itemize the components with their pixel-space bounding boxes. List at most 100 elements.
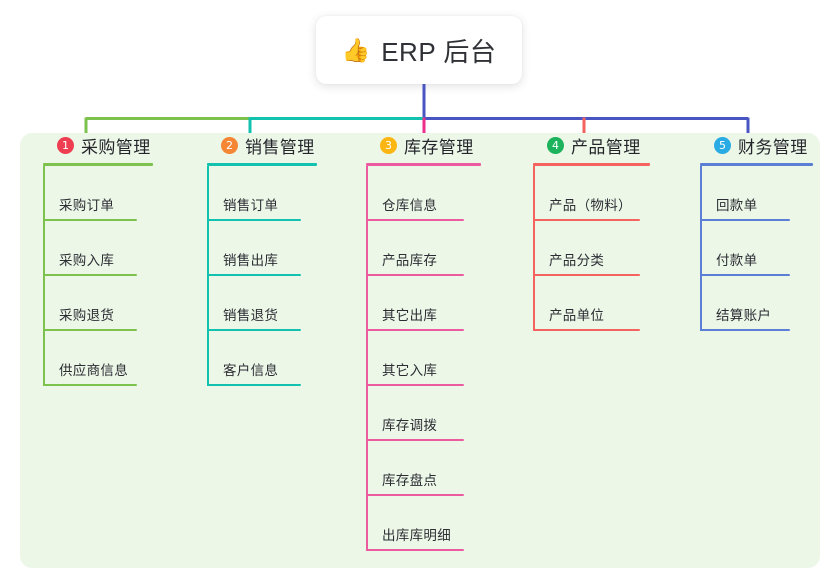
leaf-item-rule [366,549,464,551]
column-trunk-1 [43,166,45,386]
leaf-item-label: 销售出库 [223,253,279,268]
leaf-item-label: 供应商信息 [59,363,128,378]
column-trunk-4 [533,166,535,331]
leaf-item[interactable]: 采购退货 [37,276,153,331]
leaf-item-rule [533,329,640,331]
column-items-4: 产品（物料） 产品分类产品单位 [527,166,650,331]
leaf-item-rule [207,219,301,221]
leaf-item-label: 库存盘点 [382,473,438,488]
leaf-item-label: 产品分类 [549,253,605,268]
column-rule-3 [366,163,481,166]
leaf-item[interactable]: 采购入库 [37,221,153,276]
leaf-item-label: 回款单 [716,198,758,213]
leaf-item[interactable]: 产品分类 [527,221,650,276]
leaf-item-label: 采购订单 [59,198,115,213]
leaf-item[interactable]: 结算账户 [694,276,813,331]
column-title-4: 产品管理 [571,137,641,157]
leaf-item[interactable]: 仓库信息 [360,166,481,221]
column-trunk-3 [366,166,368,551]
leaf-item-label: 结算账户 [716,308,772,323]
column-5: 5 财务管理回款单付款单结算账户 [694,133,813,331]
leaf-item[interactable]: 产品（物料） [527,166,650,221]
column-badge-5: 5 [714,136,731,154]
leaf-item[interactable]: 付款单 [694,221,813,276]
leaf-item-rule [366,439,464,441]
leaf-item-label: 出库库明细 [382,528,451,543]
column-badge-4: 4 [547,136,564,154]
leaf-item-rule [207,329,301,331]
leaf-item-label: 其它入库 [382,363,438,378]
leaf-item-label: 产品库存 [382,253,438,268]
leaf-item[interactable]: 库存调拨 [360,386,481,441]
column-header-2[interactable]: 2 销售管理 [201,133,317,157]
leaf-item[interactable]: 产品库存 [360,221,481,276]
leaf-item-rule [700,329,790,331]
leaf-item-rule [43,274,137,276]
leaf-item-label: 其它出库 [382,308,438,323]
column-header-1[interactable]: 1 采购管理 [37,133,153,157]
column-title-2: 销售管理 [245,137,315,157]
leaf-item-rule [700,219,790,221]
column-title-5: 财务管理 [738,137,808,157]
column-3: 3 库存管理仓库信息产品库存其它出库其它入库库存调拨库存盘点出库库明细 [360,133,481,551]
column-items-1: 采购订单采购入库采购退货供应商信息 [37,166,153,386]
leaf-item[interactable]: 客户信息 [201,331,317,386]
column-items-5: 回款单付款单结算账户 [694,166,813,331]
column-header-3[interactable]: 3 库存管理 [360,133,481,157]
thumbs-up-icon: 👍 [341,36,371,63]
leaf-item-label: 采购退货 [59,308,115,323]
leaf-item[interactable]: 销售退货 [201,276,317,331]
leaf-item[interactable]: 其它出库 [360,276,481,331]
column-title-3: 库存管理 [404,137,474,157]
column-rule-2 [207,163,317,166]
column-badge-3: 3 [380,136,397,154]
leaf-item[interactable]: 供应商信息 [37,331,153,386]
leaf-item[interactable]: 出库库明细 [360,496,481,551]
column-items-3: 仓库信息产品库存其它出库其它入库库存调拨库存盘点出库库明细 [360,166,481,551]
column-rule-1 [43,163,153,166]
column-header-4[interactable]: 4 产品管理 [527,133,650,157]
leaf-item-rule [700,274,790,276]
column-trunk-5 [700,166,702,331]
column-items-2: 销售订单销售出库销售退货客户信息 [201,166,317,386]
leaf-item-label: 库存调拨 [382,418,438,433]
leaf-item-label: 产品单位 [549,308,605,323]
leaf-item-rule [43,219,137,221]
root-node[interactable]: 👍 ERP 后台 [316,16,522,84]
leaf-item[interactable]: 采购订单 [37,166,153,221]
leaf-item-rule [43,384,137,386]
leaf-item-label: 客户信息 [223,363,279,378]
column-badge-1: 1 [57,136,74,154]
leaf-item[interactable]: 库存盘点 [360,441,481,496]
leaf-item-label: 采购入库 [59,253,115,268]
column-4: 4 产品管理产品（物料） 产品分类产品单位 [527,133,650,331]
leaf-item-rule [366,219,464,221]
root-node-label: ERP 后台 [381,36,497,67]
column-2: 2 销售管理销售订单销售出库销售退货客户信息 [201,133,317,386]
leaf-item[interactable]: 销售出库 [201,221,317,276]
column-trunk-2 [207,166,209,386]
column-title-1: 采购管理 [81,137,151,157]
leaf-item-label: 付款单 [716,253,758,268]
leaf-item-label: 产品（物料） [549,198,632,213]
diagram-panel: 1 采购管理采购订单采购入库采购退货供应商信息 2 销售管理销售订单销售出库销售退货客… [20,133,820,568]
leaf-item-rule [207,274,301,276]
column-1: 1 采购管理采购订单采购入库采购退货供应商信息 [37,133,153,386]
leaf-item[interactable]: 其它入库 [360,331,481,386]
leaf-item[interactable]: 产品单位 [527,276,650,331]
column-badge-2: 2 [221,136,238,154]
leaf-item-rule [533,219,640,221]
leaf-item-label: 销售订单 [223,198,279,213]
leaf-item[interactable]: 回款单 [694,166,813,221]
leaf-item-rule [207,384,301,386]
leaf-item-rule [366,494,464,496]
leaf-item-label: 销售退货 [223,308,279,323]
leaf-item-rule [533,274,640,276]
leaf-item-rule [366,384,464,386]
leaf-item[interactable]: 销售订单 [201,166,317,221]
leaf-item-rule [366,329,464,331]
leaf-item-label: 仓库信息 [382,198,438,213]
column-header-5[interactable]: 5 财务管理 [694,133,813,157]
column-rule-5 [700,163,813,166]
leaf-item-rule [366,274,464,276]
